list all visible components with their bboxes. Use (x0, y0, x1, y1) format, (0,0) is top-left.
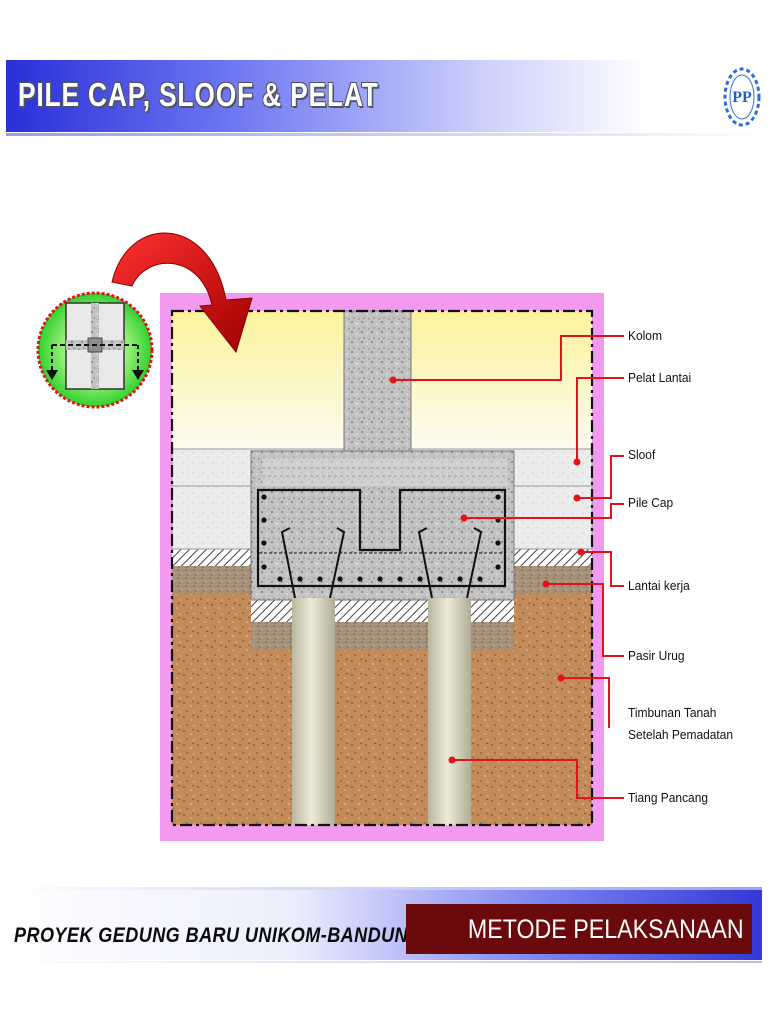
title-band: PILE CAP, SLOOF & PELAT (6, 60, 762, 136)
tiang-pancang-1 (292, 598, 335, 825)
leader-lines (393, 335, 624, 799)
label-pelat-lantai: Pelat Lantai (628, 370, 692, 385)
key-plan (36, 291, 154, 409)
label-timbunan-line1: Timbunan Tanah (628, 705, 717, 720)
logo-text: PP (732, 89, 752, 106)
label-pasir-urug: Pasir Urug (628, 648, 685, 663)
footer-band: PROYEK GEDUNG BARU UNIKOM-BANDUNG METODE… (6, 887, 762, 963)
pp-logo: PP (723, 67, 761, 127)
label-lantai-kerja: Lantai kerja (628, 578, 690, 593)
label-sloof: Sloof (628, 447, 656, 462)
pointer-arrow (111, 232, 253, 354)
label-tiang-pancang: Tiang Pancang (628, 790, 709, 805)
method-box: METODE PELAKSANAAN (406, 904, 752, 954)
label-kolom: Kolom (628, 328, 662, 343)
label-timbunan-line2: Setelah Pemadatan (628, 727, 734, 742)
method-title: METODE PELAKSANAAN (468, 914, 744, 944)
project-name: PROYEK GEDUNG BARU UNIKOM-BANDUNG (14, 924, 423, 947)
page-title: PILE CAP, SLOOF & PELAT (18, 76, 379, 113)
section-view (171, 310, 593, 825)
label-pile-cap: Pile Cap (628, 495, 674, 510)
tiang-pancang-2 (428, 598, 471, 825)
